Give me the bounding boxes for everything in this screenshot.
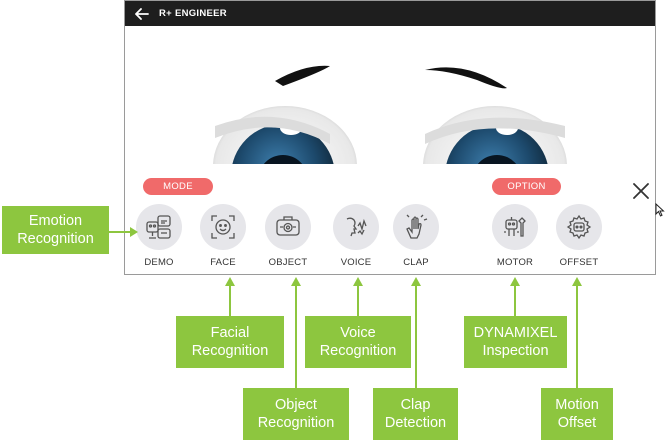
- object-label: OBJECT: [268, 257, 308, 268]
- option-section-label: OPTION: [492, 178, 561, 195]
- demo-button[interactable]: DEMO: [129, 204, 189, 268]
- offset-button[interactable]: OFFSET: [549, 204, 609, 268]
- face-label: FACE: [210, 257, 236, 268]
- clap-icon: [406, 214, 428, 239]
- object-button[interactable]: OBJECT: [258, 204, 318, 268]
- object-icon: [276, 216, 300, 236]
- robot-face-display: [125, 26, 655, 164]
- motor-button[interactable]: MOTOR: [485, 204, 545, 268]
- voice-label: VOICE: [340, 257, 372, 268]
- motor-label: MOTOR: [496, 257, 534, 268]
- voice-icon: [346, 217, 367, 237]
- app-window: R+ ENGINEER: [124, 0, 656, 275]
- back-button[interactable]: [125, 1, 159, 26]
- title-bar: R+ ENGINEER: [125, 1, 655, 26]
- voice-button[interactable]: VOICE: [326, 204, 386, 268]
- function-menu: MODE OPTION DEMO: [125, 164, 655, 274]
- arrow-left-icon: [135, 7, 149, 20]
- app-title: R+ ENGINEER: [159, 8, 227, 19]
- close-button[interactable]: [630, 180, 652, 202]
- clap-button[interactable]: CLAP: [386, 204, 446, 268]
- face-button[interactable]: FACE: [193, 204, 253, 268]
- face-icon: [211, 215, 235, 239]
- motor-icon: [504, 217, 526, 237]
- demo-label: DEMO: [144, 257, 174, 268]
- mode-section-label: MODE: [143, 178, 213, 195]
- offset-label: OFFSET: [559, 257, 599, 268]
- clap-label: CLAP: [403, 257, 429, 268]
- close-icon: [633, 183, 649, 199]
- offset-icon: [566, 214, 592, 240]
- robot-eyes-illustration: [213, 65, 567, 164]
- demo-icon: [146, 215, 171, 239]
- mouse-cursor-icon: [655, 203, 665, 217]
